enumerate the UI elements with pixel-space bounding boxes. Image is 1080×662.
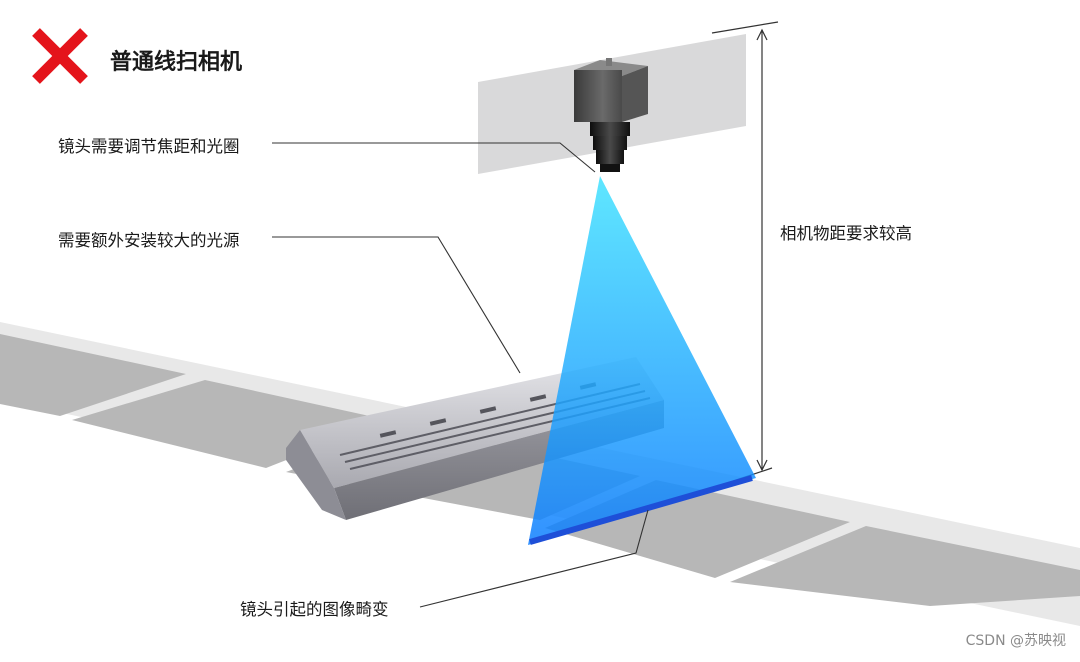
distortion-leader <box>419 509 649 608</box>
belt-panel <box>0 334 186 416</box>
lens-leader <box>272 142 596 173</box>
belt-panel <box>730 526 1080 606</box>
page-title: 普通线扫相机 <box>110 50 243 75</box>
distortion-label: 镜头引起的图像畸变 <box>240 600 389 619</box>
lens-label: 镜头需要调节焦距和光圈 <box>58 137 240 156</box>
leader-lines <box>272 142 649 608</box>
conveyor-belt <box>0 322 1080 626</box>
light-leader <box>272 236 521 374</box>
line-scan-camera <box>574 58 648 172</box>
watermark: CSDN @苏映视 <box>965 633 1066 649</box>
light-source-label: 需要额外安装较大的光源 <box>58 231 240 250</box>
camera-beam <box>528 176 756 545</box>
cross-icon <box>32 28 88 84</box>
distance-label: 相机物距要求较高 <box>780 224 912 243</box>
scan-line <box>529 475 753 545</box>
